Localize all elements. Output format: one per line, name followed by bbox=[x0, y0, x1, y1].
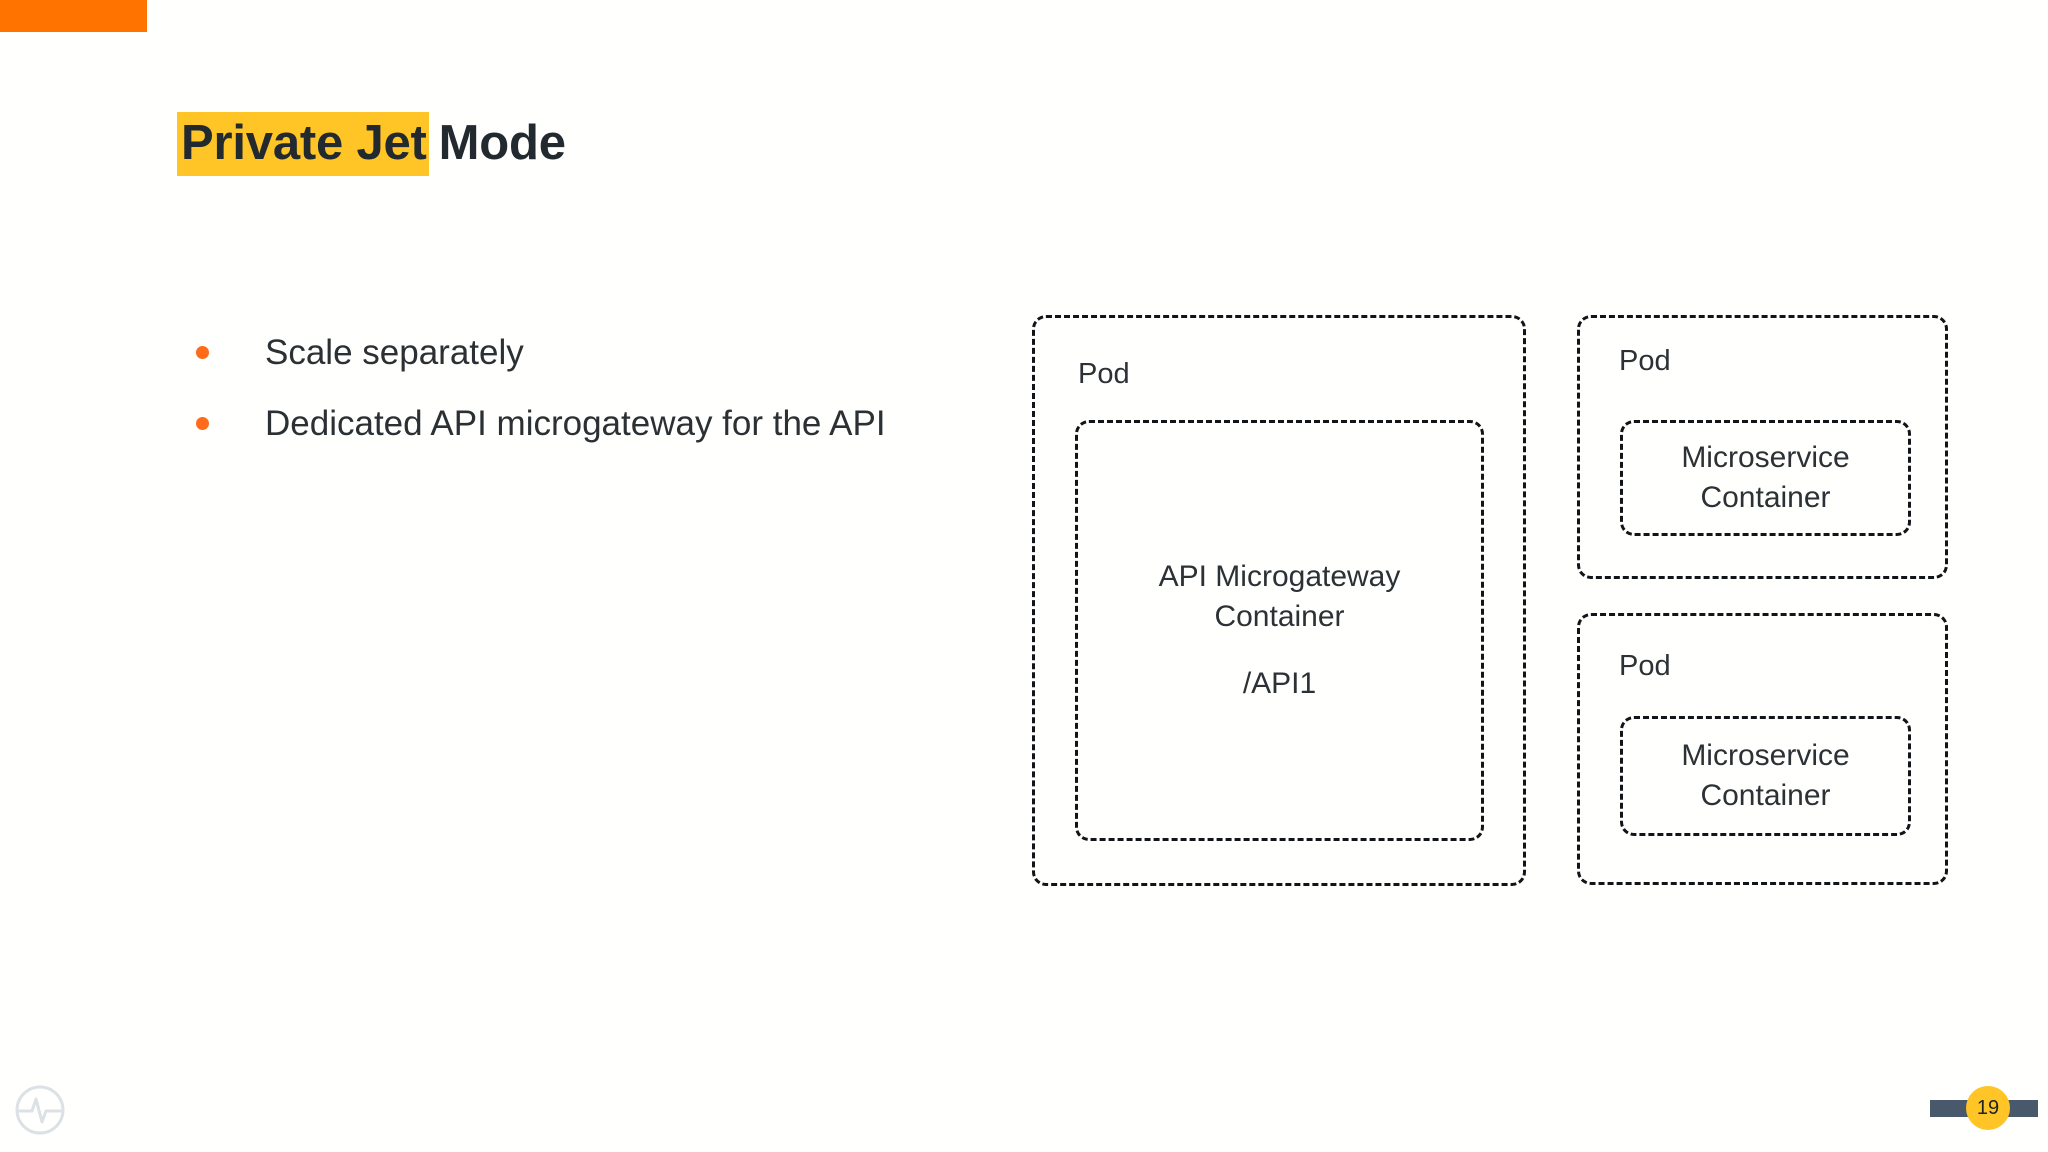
bullet-text: Scale separately bbox=[265, 333, 524, 372]
pod-label-microservice-top: Pod bbox=[1619, 345, 1671, 377]
pod-box-microservice-bottom bbox=[1577, 613, 1948, 885]
container-subtitle: /API1 bbox=[1242, 667, 1317, 701]
bullet-text: Dedicated API microgateway for the API bbox=[265, 404, 886, 444]
bullet-list: Scale separately Dedicated API microgate… bbox=[196, 326, 956, 468]
accent-bar bbox=[0, 0, 147, 32]
container-box-microservice-top: Microservice Container bbox=[1620, 420, 1911, 536]
title-highlight: Private Jet bbox=[177, 112, 429, 176]
container-title: Microservice Container bbox=[1681, 739, 1850, 812]
title-plain: Mode bbox=[438, 116, 566, 170]
pod-box-gateway bbox=[1032, 315, 1526, 886]
pod-label-microservice-bottom: Pod bbox=[1619, 650, 1671, 682]
list-item: Scale separately bbox=[196, 326, 956, 379]
bullet-dot-icon bbox=[196, 417, 209, 431]
pulse-circle-logo-icon bbox=[14, 1084, 66, 1136]
container-title: API Microgateway Container bbox=[1158, 559, 1401, 633]
container-box-microservice-bottom: Microservice Container bbox=[1620, 716, 1911, 836]
page-indicator: 19 bbox=[1930, 1086, 2038, 1130]
pod-box-microservice-top bbox=[1577, 315, 1948, 579]
page-number-badge: 19 bbox=[1966, 1086, 2010, 1130]
pod-label-gateway: Pod bbox=[1078, 358, 1130, 390]
container-box-api-microgateway: API Microgateway Container /API1 bbox=[1075, 420, 1484, 841]
bullet-dot-icon bbox=[196, 346, 209, 359]
container-title: Microservice Container bbox=[1681, 441, 1850, 514]
list-item: Dedicated API microgateway for the API bbox=[196, 397, 956, 450]
